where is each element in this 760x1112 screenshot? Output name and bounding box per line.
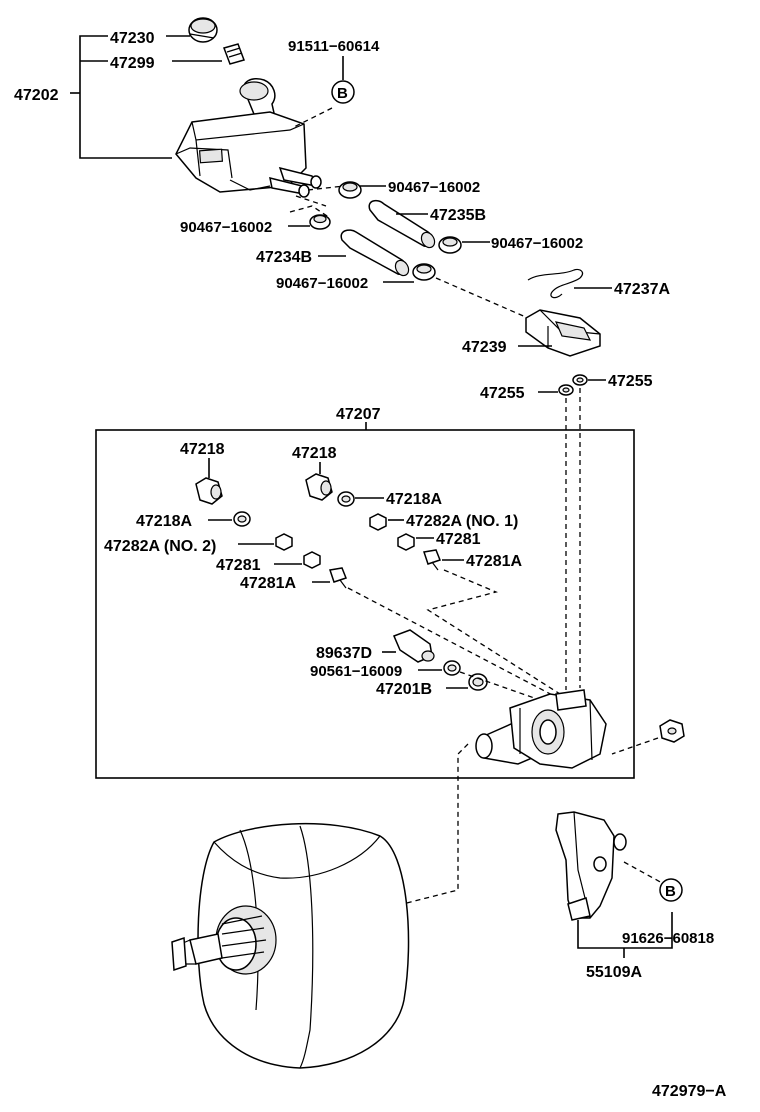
reservoir-strainer	[223, 43, 245, 65]
grommet-right	[572, 374, 606, 386]
callout-47201b: 47201B	[376, 681, 432, 698]
callout-47218-left: 47218	[180, 441, 225, 458]
callout-47237a: 47237A	[614, 281, 670, 298]
reservoir-bracket-lines	[70, 35, 222, 159]
pedal-bracket-55109a	[555, 811, 673, 958]
brake-booster	[171, 822, 410, 1069]
hose-clip-upper	[338, 181, 386, 199]
hose-clip-lower	[383, 263, 436, 283]
callout-47202: 47202	[14, 87, 59, 104]
callout-47218-right: 47218	[292, 445, 337, 462]
master-cylinder-body	[475, 689, 607, 769]
bleeder-47281a-right	[423, 549, 464, 571]
bolt-reference-circle-bottom	[659, 878, 683, 902]
seal-47201b	[446, 673, 488, 691]
callout-90561-16009: 90561−16009	[310, 663, 402, 680]
callout-47218a-left: 47218A	[136, 513, 192, 530]
callout-clip-lower: 90467−16002	[276, 275, 368, 292]
callout-47255-left: 47255	[480, 385, 525, 402]
union-plug-right	[305, 473, 333, 501]
callout-47239: 47239	[462, 339, 507, 356]
callout-91626-60818: 91626−60818	[622, 930, 714, 947]
callout-clip-right: 90467−16002	[491, 235, 583, 252]
callout-89637d: 89637D	[316, 645, 372, 662]
callout-clip-left: 90467−16002	[180, 219, 272, 236]
callout-91511-60614: 91511−60614	[288, 38, 380, 55]
union-plug-left	[195, 477, 223, 505]
master-cylinder-kit-frame	[95, 429, 635, 779]
reservoir-cap	[188, 17, 218, 43]
hose-clip-right	[438, 236, 490, 254]
mounting-nut	[659, 719, 685, 743]
union-47282a-no1	[369, 513, 404, 531]
gasket-47281-right	[397, 533, 434, 551]
callout-47281a-right: 47281A	[466, 553, 522, 570]
callout-hose-47235b: 47235B	[430, 207, 486, 224]
callout-55109a: 55109A	[586, 964, 642, 981]
callout-47218a-right: 47218A	[386, 491, 442, 508]
wire-clip	[527, 268, 612, 299]
callout-47282a-no2: 47282A (NO. 2)	[104, 538, 216, 555]
callout-47282a-no1: 47282A (NO. 1)	[406, 513, 518, 530]
hose-clip-left	[288, 214, 331, 230]
bolt-reference-circle-top	[331, 80, 355, 104]
gasket-47281-left	[274, 551, 321, 569]
callout-clip-upper: 90467−16002	[388, 179, 480, 196]
pressure-switch-89637d	[382, 629, 435, 663]
callout-47299: 47299	[110, 55, 155, 72]
bleeder-47281a-left	[312, 567, 347, 589]
reservoir-mounting-bracket	[518, 309, 601, 357]
callout-47281-left: 47281	[216, 557, 261, 574]
callout-47230: 47230	[110, 30, 155, 47]
bolt-reference-letter-bottom: B	[665, 883, 676, 900]
callout-hose-47234b: 47234B	[256, 249, 312, 266]
callout-47207: 47207	[336, 406, 381, 423]
callout-47281-right: 47281	[436, 531, 481, 548]
gasket-90561-16009	[418, 660, 461, 676]
gasket-47218a-right	[337, 491, 384, 507]
supply-hose	[318, 229, 410, 277]
union-47282a-no2	[238, 533, 293, 551]
brake-fluid-reservoir	[175, 78, 322, 198]
figure-number: 472979−A	[652, 1083, 727, 1100]
bolt-reference-letter-top: B	[337, 85, 348, 102]
grommet-left	[538, 384, 574, 396]
return-hose	[368, 199, 436, 249]
callout-47255-right: 47255	[608, 373, 653, 390]
gasket-47218a-left	[208, 511, 251, 527]
callout-47281a-left: 47281A	[240, 575, 296, 592]
